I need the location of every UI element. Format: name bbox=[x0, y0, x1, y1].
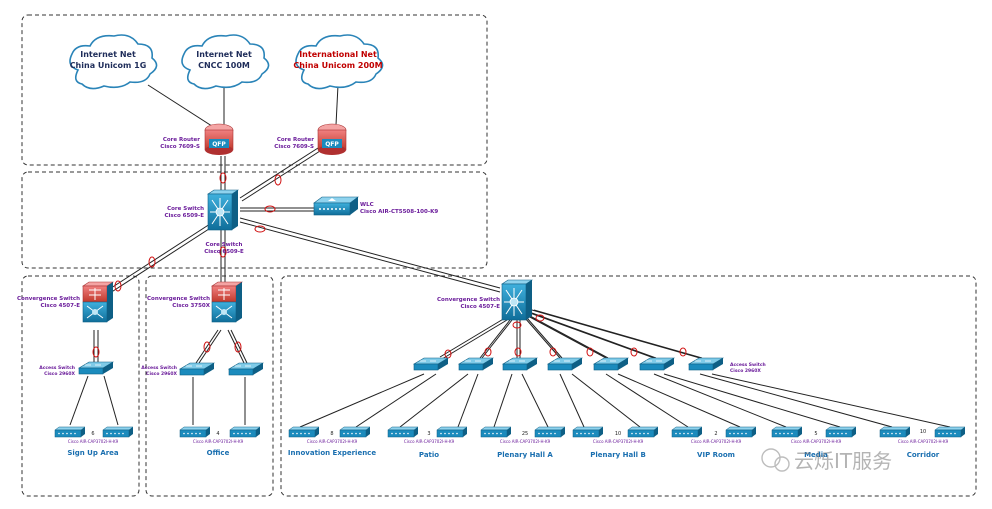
core-router-2: QFP bbox=[317, 123, 347, 155]
link-markers bbox=[92, 172, 687, 359]
cloud-label-line1: Internet Net bbox=[196, 50, 252, 59]
cloud-international-net: International Net China Unicom 200M bbox=[293, 34, 384, 90]
area-label-corridor: Corridor bbox=[907, 451, 940, 459]
convergence-switch-main-model: Cisco 4507-E bbox=[461, 304, 501, 310]
internet-zone-box bbox=[21, 14, 488, 166]
core-switch-2-model: Cisco 6509-E bbox=[204, 249, 244, 255]
ap-group-innovation: 8 Cisco AIR-CAP3702I-H-K9 Innovation Exp… bbox=[288, 426, 376, 457]
area-label-patio: Patio bbox=[419, 451, 439, 459]
ap-count: 25 bbox=[522, 431, 528, 437]
core-zone-box bbox=[21, 171, 488, 269]
cloud-label-line1: International Net bbox=[299, 50, 377, 59]
ap-model: Cisco AIR-CAP3702I-H-K9 bbox=[404, 439, 455, 444]
core-switch-model: Cisco 6509-E bbox=[165, 213, 205, 219]
watermark-text: 云烁IT服务 bbox=[794, 449, 892, 473]
ap-count: 4 bbox=[216, 431, 219, 437]
area-label-sign-up: Sign Up Area bbox=[67, 449, 119, 457]
ap-model: Cisco AIR-CAP3702I-H-K9 bbox=[500, 439, 551, 444]
access-switch-5 bbox=[593, 357, 629, 371]
core-router-1-label: Core Router bbox=[163, 137, 200, 143]
convergence-switch-office bbox=[211, 281, 243, 323]
convergence-switch-signup-model: Cisco 4507-E bbox=[41, 303, 81, 309]
qfp-badge: QFP bbox=[212, 141, 226, 148]
ap-group-patio: 3 Cisco AIR-CAP3702I-H-K9 Patio bbox=[387, 426, 468, 459]
ap-model: Cisco AIR-CAP3702I-H-K9 bbox=[307, 439, 358, 444]
area-label-plenary-b: Plenary Hall B bbox=[590, 451, 646, 459]
convergence-switch-main bbox=[501, 279, 533, 321]
cloud-label-line2: CNCC 100M bbox=[198, 61, 250, 70]
ap-model: Cisco AIR-CAP3702I-H-K9 bbox=[193, 439, 244, 444]
convergence-switch-office-label: Convergence Switch bbox=[147, 296, 210, 302]
watermark: 云烁IT服务 bbox=[761, 448, 892, 473]
ap-model: Cisco AIR-CAP3702I-H-K9 bbox=[691, 439, 742, 444]
ap-count: 8 bbox=[330, 431, 333, 437]
ap-group-vip-room: 2 Cisco AIR-CAP3702I-H-K9 VIP Room bbox=[671, 426, 757, 459]
core-switch bbox=[207, 189, 239, 231]
core-router-2-model: Cisco 7609-S bbox=[274, 144, 314, 150]
ap-count: 10 bbox=[615, 431, 621, 437]
ap-count: 6 bbox=[91, 431, 94, 437]
access-model-main: Cisco 2960X bbox=[730, 368, 761, 374]
wlc-label: WLC bbox=[360, 202, 374, 208]
sign-up-zone-box bbox=[21, 275, 140, 497]
area-label-office: Office bbox=[207, 449, 230, 457]
access-model-office: Cisco 2960X bbox=[146, 371, 177, 377]
access-label-signup: Access Switch bbox=[39, 365, 75, 371]
ap-group-signup: 6 Cisco AIR-CAP3702I-H-K9 Sign Up Area bbox=[54, 426, 134, 457]
access-switch-4 bbox=[547, 357, 583, 371]
ap-group-media: 5 Cisco AIR-CAP3702I-H-K9 Media bbox=[771, 426, 857, 459]
ap-count: 2 bbox=[714, 431, 717, 437]
convergence-switch-signup bbox=[82, 281, 114, 323]
area-label-vip-room: VIP Room bbox=[697, 451, 735, 459]
qfp-badge: QFP bbox=[325, 141, 339, 148]
convergence-switch-signup-label: Convergence Switch bbox=[17, 296, 80, 302]
ap-group-plenary-a: 25 Cisco AIR-CAP3702I-H-K9 Plenary Hall … bbox=[480, 426, 566, 459]
area-label-media: Media bbox=[804, 451, 828, 459]
cloud-internet-unicom: Internet Net China Unicom 1G bbox=[69, 34, 158, 90]
access-label-office: Access Switch bbox=[141, 365, 177, 371]
access-switch-6 bbox=[639, 357, 675, 371]
ap-group-office: 4 Cisco AIR-CAP3702I-H-K9 Office bbox=[179, 426, 261, 457]
convergence-switch-main-label: Convergence Switch bbox=[437, 297, 500, 303]
area-label-plenary-a: Plenary Hall A bbox=[497, 451, 553, 459]
ap-count: 10 bbox=[920, 429, 926, 435]
core-switch-2-label: Core Switch bbox=[206, 242, 243, 248]
cloud-internet-cncc: Internet Net CNCC 100M bbox=[181, 34, 270, 90]
access-switch-3 bbox=[502, 357, 538, 371]
ap-count: 5 bbox=[814, 431, 817, 437]
access-model-signup: Cisco 2960X bbox=[44, 371, 75, 377]
core-switch-label: Core Switch bbox=[167, 206, 204, 212]
wlc-controller bbox=[313, 196, 359, 216]
cloud-label-line1: Internet Net bbox=[80, 50, 136, 59]
access-label-main: Access Switch bbox=[730, 362, 766, 368]
area-label-innovation: Innovation Experience bbox=[288, 449, 376, 457]
ap-group-corridor: 10 Cisco AIR-CAP3702I-H-K9 Corridor bbox=[879, 426, 966, 459]
cloud-label-line2: China Unicom 1G bbox=[70, 61, 147, 70]
access-switch-2 bbox=[458, 357, 494, 371]
ap-model: Cisco AIR-CAP3702I-H-K9 bbox=[593, 439, 644, 444]
office-zone-box bbox=[145, 275, 274, 497]
ap-model: Cisco AIR-CAP3702I-H-K9 bbox=[898, 439, 949, 444]
ap-model: Cisco AIR-CAP3702I-H-K9 bbox=[791, 439, 842, 444]
ap-count: 3 bbox=[427, 431, 430, 437]
core-router-1: QFP bbox=[204, 123, 234, 155]
access-switch-7 bbox=[688, 357, 724, 371]
core-router-1-model: Cisco 7609-S bbox=[160, 144, 200, 150]
cloud-label-line2: China Unicom 200M bbox=[293, 61, 382, 70]
access-switch-office-2 bbox=[228, 362, 264, 376]
access-switch-1 bbox=[413, 357, 449, 371]
access-switch-signup bbox=[78, 361, 114, 375]
links bbox=[69, 84, 951, 428]
access-switch-office-1 bbox=[179, 362, 215, 376]
ap-model: Cisco AIR-CAP3702I-H-K9 bbox=[68, 439, 119, 444]
convergence-switch-office-model: Cisco 3750X bbox=[172, 303, 210, 309]
ap-group-plenary-b: 10 Cisco AIR-CAP3702I-H-K9 Plenary Hall … bbox=[572, 426, 659, 459]
wlc-model: Cisco AIR-CT5508-100-K9 bbox=[360, 209, 438, 215]
core-router-2-label: Core Router bbox=[277, 137, 314, 143]
